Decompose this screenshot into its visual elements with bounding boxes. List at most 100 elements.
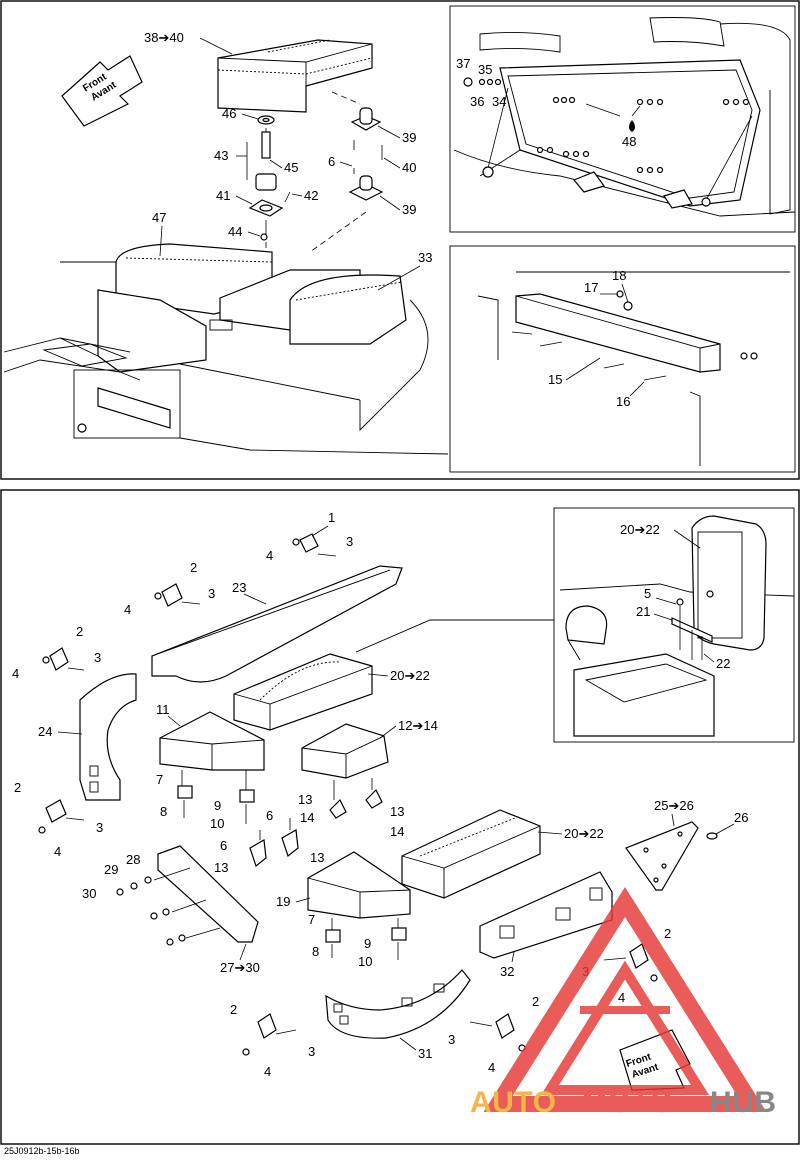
callout-7-a: 7 xyxy=(156,772,163,787)
callout-26: 26 xyxy=(734,810,748,825)
cushion-19: 19 7 8 9 10 xyxy=(276,851,411,969)
callout-4-f: 4 xyxy=(488,1060,495,1075)
callout-25-26: 25➔26 xyxy=(654,798,694,813)
bottom-frame xyxy=(0,489,800,1145)
callout-43: 43 xyxy=(214,148,228,163)
document-id: 25J0912b-15b-16b xyxy=(4,1146,80,1156)
callout-6-c: 6 xyxy=(266,808,273,823)
bracket-set-5: 2 3 4 xyxy=(230,1002,315,1079)
callout-9-b: 9 xyxy=(364,936,371,951)
backrest-27-30: 29 28 30 27➔30 xyxy=(82,845,260,975)
callout-31: 31 xyxy=(418,1046,432,1061)
callout-13-c: 13 xyxy=(214,860,228,875)
callouts-top-left: 38➔40 46 43 45 41 42 44 47 39 6 40 39 33 xyxy=(144,30,432,291)
cushion-11: 11 7 8 9 10 xyxy=(156,702,265,831)
callout-7-b: 7 xyxy=(308,912,315,927)
cushion-12-14: 12➔14 13 14 13 14 xyxy=(298,718,438,839)
assembly-dash-1 xyxy=(331,91,361,105)
callout-20-22-b: 20➔22 xyxy=(564,826,604,841)
side-panel-32: 32 xyxy=(479,871,613,979)
upper-seat-cushion xyxy=(217,39,373,113)
callout-42: 42 xyxy=(304,188,318,203)
callout-2-e: 2 xyxy=(230,1002,237,1017)
callout-22: 22 xyxy=(716,656,730,671)
assembly-dash-3 xyxy=(309,211,367,253)
bracket-25-26: 25➔26 26 xyxy=(625,798,748,891)
callout-13-b: 13 xyxy=(390,804,404,819)
callout-20-22-c: 20➔22 xyxy=(620,522,660,537)
cushion-20-22-b: 20➔22 xyxy=(401,809,604,899)
side-panel-23: 23 xyxy=(151,565,403,683)
callout-2-c: 2 xyxy=(76,624,83,639)
callout-23: 23 xyxy=(232,580,246,595)
lower-seat-base xyxy=(3,243,429,432)
callout-41: 41 xyxy=(216,188,230,203)
side-panel-24: 24 xyxy=(38,673,137,801)
callout-4-d: 4 xyxy=(54,844,61,859)
callout-6-a: 6 xyxy=(328,154,335,169)
callout-2-b: 2 xyxy=(190,560,197,575)
callout-38-40: 38➔40 xyxy=(144,30,184,45)
callout-18: 18 xyxy=(612,268,626,283)
callout-5: 5 xyxy=(644,586,651,601)
callout-16: 16 xyxy=(616,394,630,409)
callout-20-22-a: 20➔22 xyxy=(390,668,430,683)
callout-15: 15 xyxy=(548,372,562,387)
callout-24: 24 xyxy=(38,724,52,739)
callout-33: 33 xyxy=(418,250,432,265)
hardware-stack-left xyxy=(246,115,291,241)
callout-27-30: 27➔30 xyxy=(220,960,260,975)
callout-3-d: 3 xyxy=(96,820,103,835)
inset-detail-small xyxy=(73,369,449,455)
hinge-brackets: 6 6 13 13 xyxy=(214,808,324,875)
callout-28: 28 xyxy=(126,852,140,867)
callout-32: 32 xyxy=(500,964,514,979)
callout-3-b: 3 xyxy=(208,586,215,601)
cushion-20-22-a: 20➔22 xyxy=(233,653,430,731)
callout-40: 40 xyxy=(402,160,416,175)
callout-2-f: 2 xyxy=(532,994,539,1009)
side-panel-31: 31 xyxy=(325,969,471,1061)
callout-11: 11 xyxy=(156,702,170,717)
callout-46: 46 xyxy=(222,106,236,121)
bracket-set-3: 2 4 3 xyxy=(12,624,101,681)
top-frame xyxy=(0,0,800,480)
hardware-stack-right xyxy=(348,107,384,201)
callout-1: 1 xyxy=(328,510,335,525)
callout-37: 37 xyxy=(456,56,470,71)
inset-backrest-mount: 20➔22 5 21 22 xyxy=(355,507,795,743)
callout-2-g: 2 xyxy=(664,926,671,941)
callout-10-a: 10 xyxy=(210,816,224,831)
callout-3-f: 3 xyxy=(448,1032,455,1047)
callout-14-b: 14 xyxy=(390,824,404,839)
watermark-part3: HUB xyxy=(710,1086,777,1119)
callout-17: 17 xyxy=(584,280,598,295)
callout-14-a: 14 xyxy=(300,810,314,825)
callout-10-b: 10 xyxy=(358,954,372,969)
callout-9-a: 9 xyxy=(214,798,221,813)
callout-13-d: 13 xyxy=(310,850,324,865)
callout-36: 36 xyxy=(470,94,484,109)
callout-21: 21 xyxy=(636,604,650,619)
callout-13-a: 13 xyxy=(298,792,312,807)
callout-4-e: 4 xyxy=(264,1064,271,1079)
callout-12-14: 12➔14 xyxy=(398,718,438,733)
callout-3-e: 3 xyxy=(308,1044,315,1059)
bracket-set-4: 2 3 4 xyxy=(14,780,103,859)
watermark-part1: AUTO xyxy=(470,1086,556,1119)
callout-39-a: 39 xyxy=(402,130,416,145)
callout-48: 48 xyxy=(622,134,636,149)
callout-34: 34 xyxy=(492,94,506,109)
callout-8-b: 8 xyxy=(312,944,319,959)
bracket-set-6: 2 3 4 xyxy=(448,994,539,1075)
bracket-set-1: 1 4 3 xyxy=(266,510,353,563)
callout-3-a: 3 xyxy=(346,534,353,549)
inset-seat-frame: 37 35 36 34 48 xyxy=(449,5,796,233)
callout-4-g: 4 xyxy=(618,990,625,1005)
bracket-set-2: 2 4 3 xyxy=(124,560,215,617)
callout-19: 19 xyxy=(276,894,290,909)
callout-47: 47 xyxy=(152,210,166,225)
callout-4-c: 4 xyxy=(12,666,19,681)
callout-6-b: 6 xyxy=(220,838,227,853)
